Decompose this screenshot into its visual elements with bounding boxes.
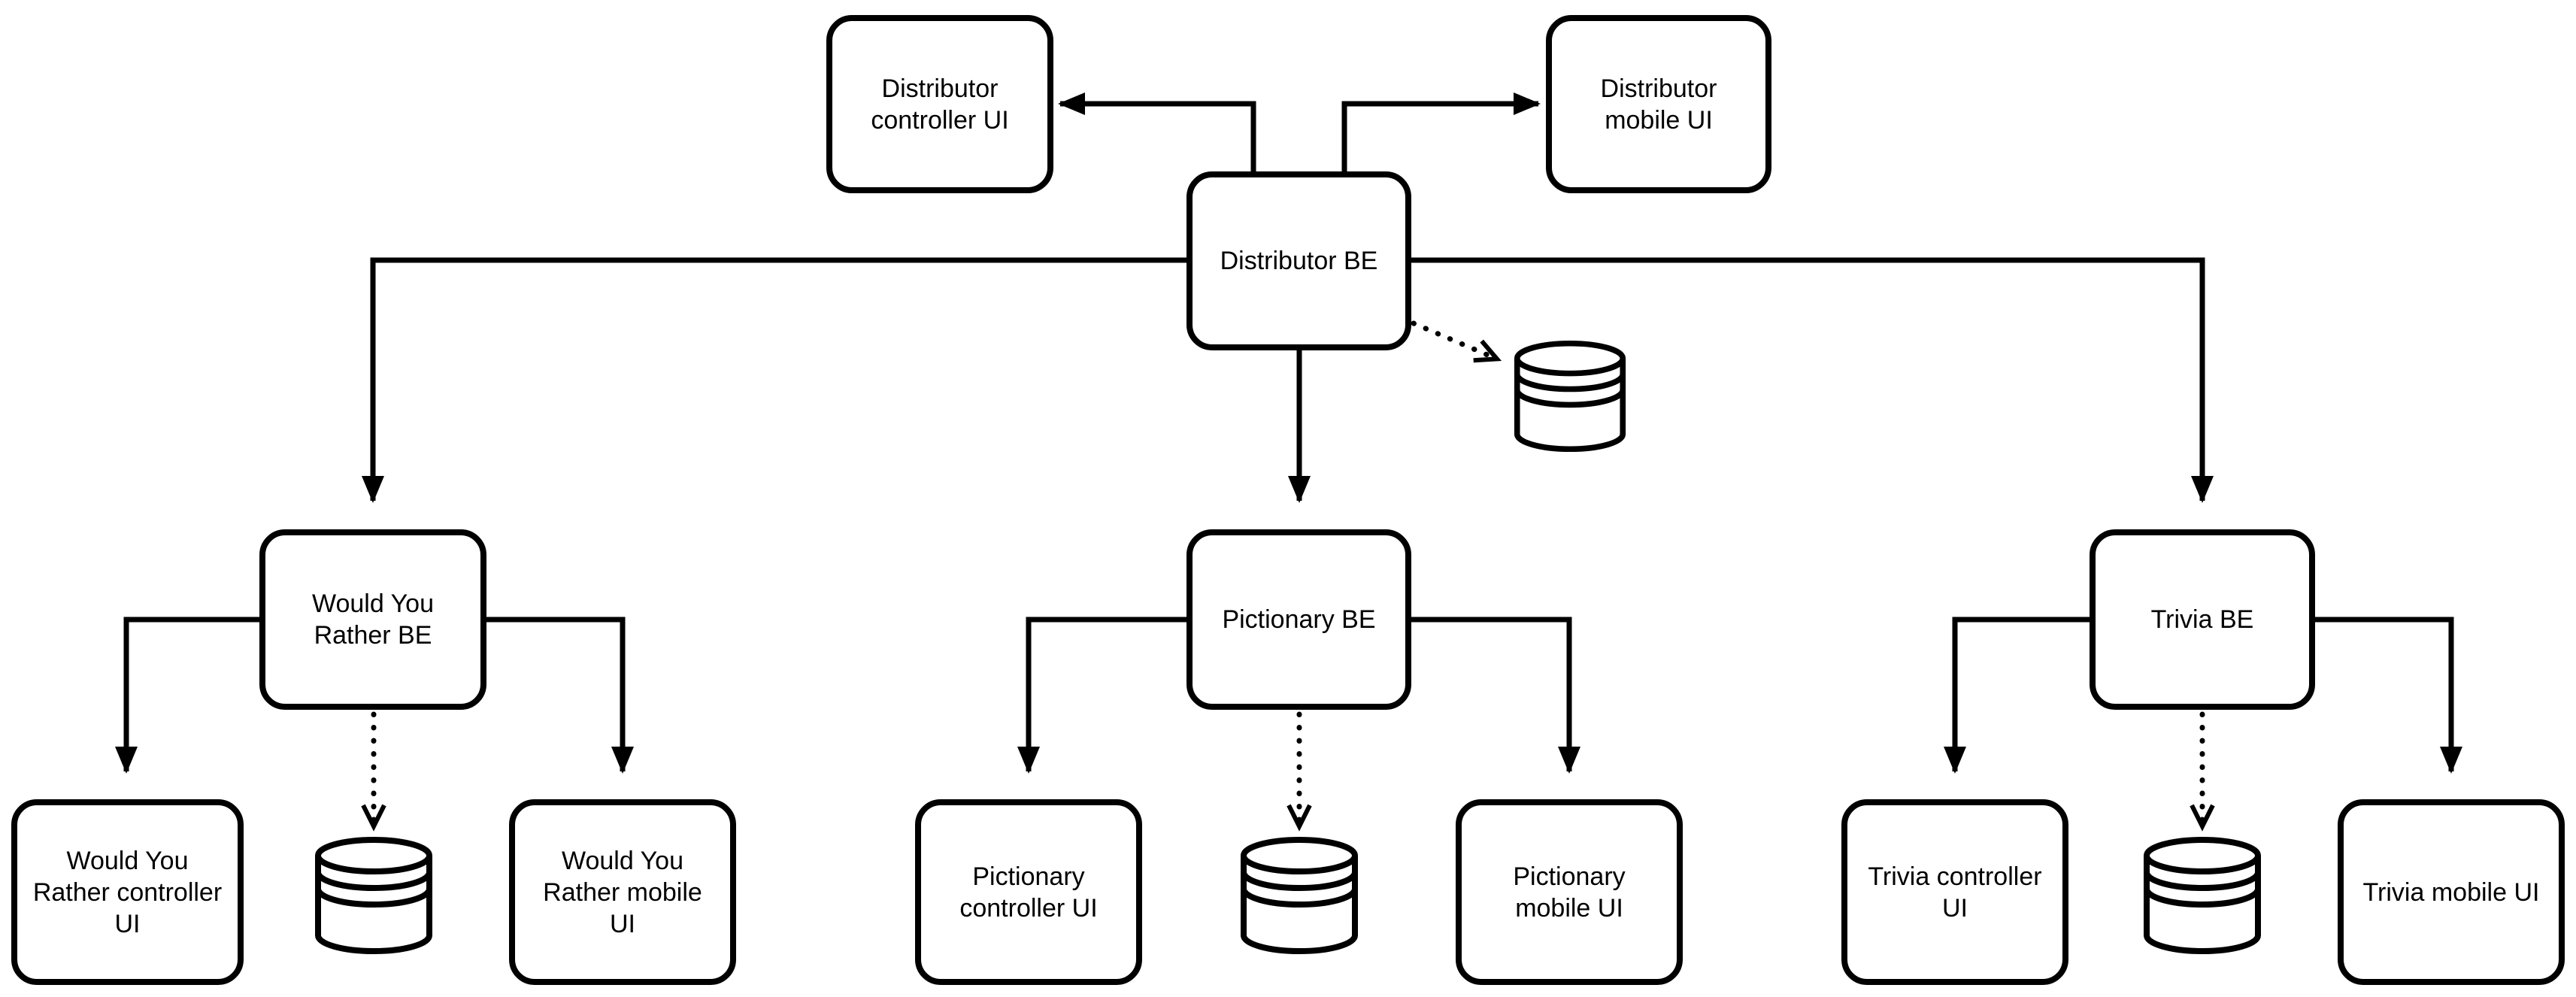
node-label: Distributor controller UI	[871, 74, 1009, 135]
edge-pictionary-be-to-mobile-ui	[1411, 617, 1580, 774]
node-distributor-controller-ui: Distributor controller UI	[826, 15, 1053, 193]
edge-distributor-be-to-trivia-be	[1411, 257, 2214, 503]
database-icon	[2147, 840, 2258, 951]
node-label: Would You Rather controller UI	[32, 846, 223, 938]
edge-wyr-be-to-controller-ui	[115, 617, 259, 774]
edge-distributor-be-to-mobile-ui	[1341, 92, 1541, 174]
edge-distributor-be-to-controller-ui	[1058, 92, 1256, 174]
node-pictionary-be: Pictionary BE	[1186, 529, 1411, 710]
node-pictionary-controller-ui: Pictionary controller UI	[915, 799, 1142, 985]
node-would-you-rather-mobile-ui: Would You Rather mobile UI	[509, 799, 736, 985]
edge-distributor-be-to-wyr-be	[362, 257, 1186, 503]
node-trivia-mobile-ui: Trivia mobile UI	[2338, 799, 2565, 985]
node-label: Pictionary controller UI	[959, 862, 1098, 923]
node-would-you-rather-controller-ui: Would You Rather controller UI	[11, 799, 244, 985]
node-pictionary-mobile-ui: Pictionary mobile UI	[1456, 799, 1683, 985]
node-label: Would You Rather BE	[312, 589, 434, 650]
node-label: Pictionary mobile UI	[1513, 862, 1626, 923]
edge-trivia-be-to-controller-ui	[1944, 617, 2090, 774]
database-icon	[318, 840, 429, 951]
node-distributor-be: Distributor BE	[1186, 171, 1411, 350]
edge-pictionary-be-to-controller-ui	[1017, 617, 1186, 774]
node-label: Trivia BE	[2150, 605, 2254, 634]
node-label: Would You Rather mobile UI	[543, 846, 702, 938]
edge-distributor-be-to-database	[1411, 320, 1502, 363]
database-icon	[1244, 840, 1355, 951]
node-label: Pictionary BE	[1222, 605, 1376, 634]
node-label: Trivia mobile UI	[2362, 877, 2540, 907]
node-trivia-controller-ui: Trivia controller UI	[1841, 799, 2068, 985]
node-label: Distributor mobile UI	[1600, 74, 1717, 135]
database-icon	[1517, 344, 1623, 450]
edge-trivia-be-to-mobile-ui	[2315, 617, 2462, 774]
node-distributor-mobile-ui: Distributor mobile UI	[1546, 15, 1771, 193]
node-label: Distributor BE	[1220, 247, 1378, 275]
node-would-you-rather-be: Would You Rather BE	[259, 529, 486, 710]
edge-wyr-be-to-mobile-ui	[486, 617, 634, 774]
node-label: Trivia controller UI	[1868, 862, 2042, 923]
node-trivia-be: Trivia BE	[2090, 529, 2315, 710]
